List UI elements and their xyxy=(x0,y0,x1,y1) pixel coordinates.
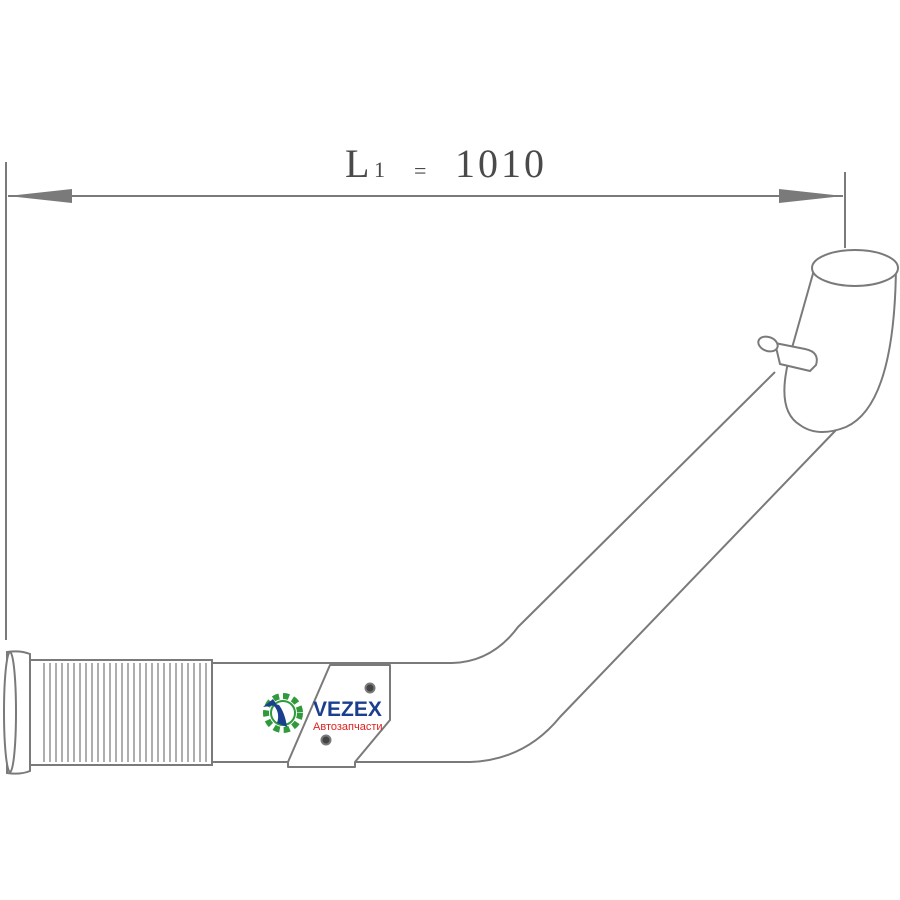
bracket-bolt-top xyxy=(364,682,376,694)
dimension-label: L xyxy=(345,141,372,186)
vezex-logo: VEZEX Автозапчасти xyxy=(263,693,383,733)
dimension-label-subscript: 1 xyxy=(374,157,385,182)
inlet-flange xyxy=(3,650,31,775)
flex-bellows xyxy=(29,659,213,766)
right-arrowhead-icon xyxy=(779,189,843,203)
pipe-elbow xyxy=(783,249,899,433)
dimension-line xyxy=(8,189,843,203)
mounting-bracket xyxy=(287,664,391,768)
dimension-equals: = xyxy=(414,158,426,183)
dimension-value: 1010 xyxy=(455,141,547,186)
gear-icon xyxy=(263,693,303,733)
sensor-boss xyxy=(757,335,818,373)
bracket-bolt-bottom xyxy=(320,734,332,746)
logo-tagline: Автозапчасти xyxy=(313,721,383,733)
pipe-body xyxy=(212,371,837,763)
logo-name: VEZEX xyxy=(313,698,382,721)
pipe-outlet-opening xyxy=(811,249,899,287)
left-arrowhead-icon xyxy=(8,189,72,203)
